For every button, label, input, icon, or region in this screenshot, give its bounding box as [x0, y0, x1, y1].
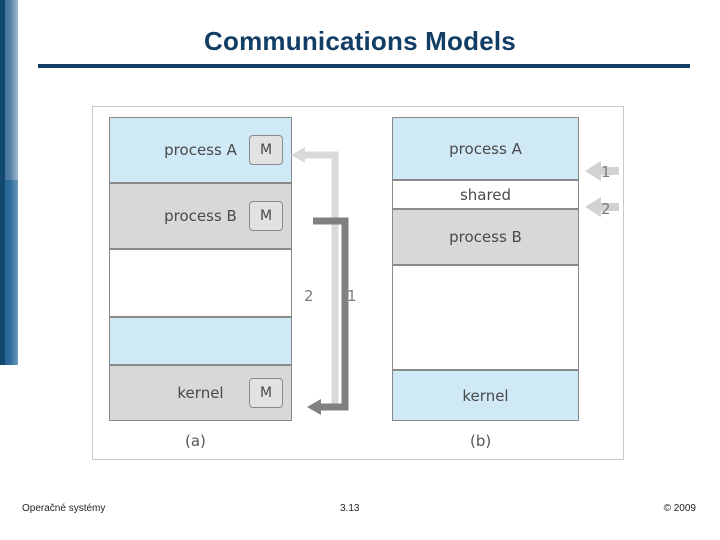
left-step-label-2: 2: [304, 287, 314, 305]
right-cell-empty: [392, 265, 579, 370]
right-cell-process-b-label: process B: [449, 228, 522, 246]
left-step-label-1: 1: [347, 287, 357, 305]
left-cell-kernel-label: kernel: [177, 384, 224, 402]
left-message-box-a-label: M: [259, 142, 273, 158]
left-message-box-b: M: [249, 201, 283, 231]
right-diagram-caption: (b): [470, 432, 492, 450]
left-message-box-kernel-label: M: [259, 385, 273, 401]
communications-models-figure: process A process B kernel M M M 2 1 (a)…: [92, 106, 624, 460]
right-cell-shared-label: shared: [459, 185, 512, 204]
right-step-label-2: 2: [601, 200, 611, 218]
left-cell-process-a-label: process A: [164, 141, 237, 159]
left-cell-empty-1: [109, 249, 292, 317]
left-message-box-kernel: M: [249, 378, 283, 408]
right-cell-kernel: kernel: [392, 370, 579, 421]
left-message-box-a: M: [249, 135, 283, 165]
left-diagram-arrows: [291, 147, 349, 415]
right-diagram-arrows: [585, 161, 619, 217]
right-cell-shared: shared: [392, 180, 579, 209]
footer-left-text: Operačné systémy: [22, 503, 106, 514]
sidebar-accent-edge: [0, 0, 5, 365]
footer-slide-number: 3.13: [340, 503, 360, 514]
left-cell-process-b-label: process B: [164, 207, 237, 225]
footer-copyright: © 2009: [663, 503, 696, 514]
left-message-box-b-label: M: [259, 208, 273, 224]
left-diagram-caption: (a): [185, 432, 206, 450]
right-step-label-1: 1: [601, 163, 611, 181]
right-cell-kernel-label: kernel: [462, 386, 509, 405]
title-divider: [38, 64, 690, 68]
right-cell-process-b: process B: [392, 209, 579, 265]
page-title: Communications Models: [204, 26, 516, 56]
right-cell-process-a-label: process A: [449, 139, 522, 158]
left-cell-empty-2: [109, 317, 292, 365]
right-cell-process-a: process A: [392, 117, 579, 180]
